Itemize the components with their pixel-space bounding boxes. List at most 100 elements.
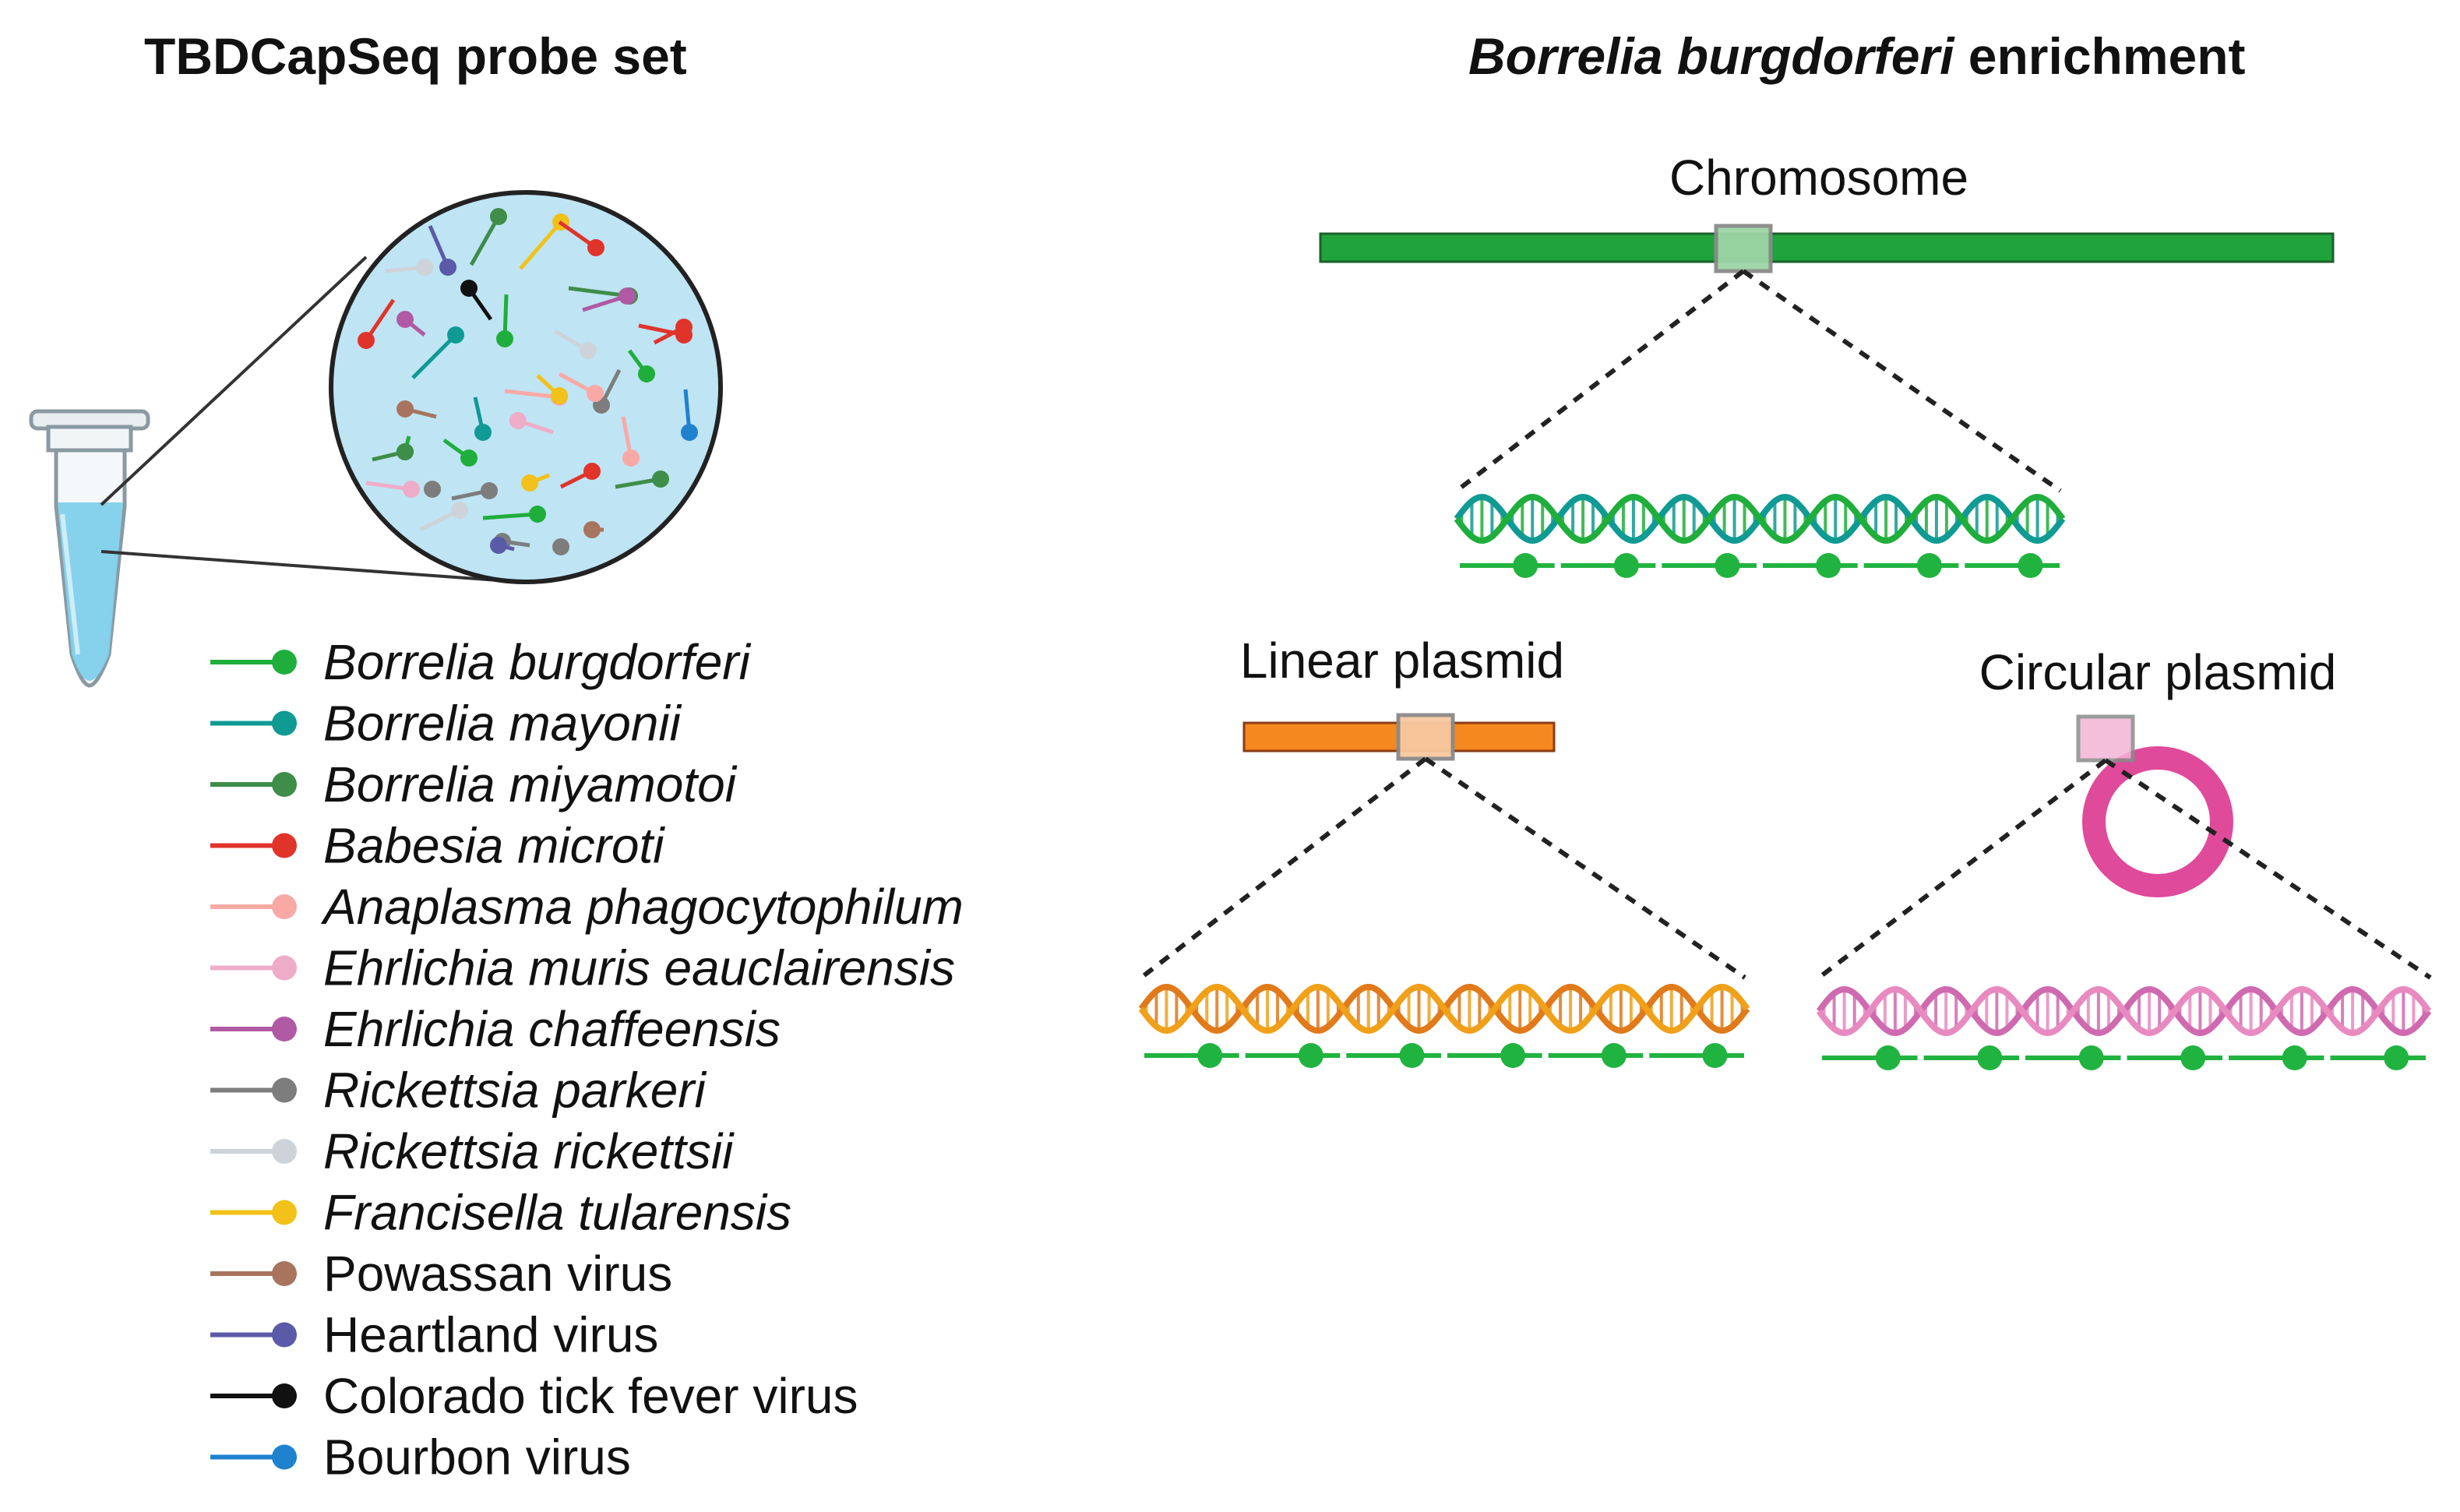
legend-probe-dot	[272, 1200, 297, 1225]
pool-probe	[482, 506, 546, 523]
probe-pool-probes	[358, 208, 698, 555]
linear-zoom-left	[1140, 756, 1427, 980]
legend-item: Francisella tularensis	[210, 1185, 791, 1241]
pool-probe	[653, 319, 693, 345]
legend-item: Rickettsia parkeri	[210, 1063, 707, 1119]
pool-probe	[396, 400, 437, 419]
legend-probe-dot	[272, 650, 297, 675]
linear-zoom-right	[1424, 756, 1746, 980]
capture-probe	[2330, 1045, 2426, 1070]
pool-probe	[558, 220, 604, 256]
pool-probe	[552, 538, 569, 555]
linear-plasmid-probe-row	[1144, 1043, 1744, 1068]
legend-label: Borrelia burgdorferi	[323, 634, 752, 690]
capture-probe	[1965, 553, 2060, 578]
pool-probe	[496, 294, 513, 347]
capture-probe	[1560, 553, 1656, 578]
pool-probe	[559, 463, 601, 489]
legend-probe-dot	[272, 1444, 297, 1470]
legend-probe-dot	[272, 772, 297, 797]
circular-zoom-right	[2104, 758, 2432, 980]
legend-item: Babesia microti	[210, 818, 665, 874]
pool-probe	[536, 374, 568, 404]
chromosome-bar	[1319, 232, 2335, 263]
legend-probe-dot	[272, 1322, 297, 1348]
pool-probe	[428, 225, 456, 276]
pool-probe	[521, 473, 550, 492]
capture-probe	[1863, 553, 1959, 578]
probe-pool-circle	[329, 190, 723, 584]
legend-item: Borrelia miyamotoi	[210, 756, 738, 812]
legend-item: Powassan virus	[210, 1246, 672, 1302]
pool-probe	[411, 326, 464, 379]
legend-label: Bourbon virus	[323, 1429, 631, 1486]
legend-label: Rickettsia parkeri	[323, 1063, 707, 1119]
legend-label: Ehrlichia chaffeensis	[323, 1001, 781, 1057]
legend-probe-dot	[272, 1261, 297, 1286]
legend-item: Heartland virus	[210, 1307, 658, 1363]
legend-item: Ehrlichia chaffeensis	[210, 1001, 781, 1057]
legend-probe-dot	[272, 955, 297, 981]
legend-probe-dot	[272, 1017, 297, 1041]
legend-item: Anaplasma phagocytophilum	[210, 879, 964, 935]
linear-plasmid-zoom-box	[1396, 713, 1455, 761]
legend-probe-dot	[272, 1383, 297, 1408]
linear-plasmid-dna-helix	[1138, 983, 1750, 1034]
capture-probe	[1460, 553, 1555, 578]
pool-probe	[583, 521, 604, 538]
chromosome-zoom-left	[1455, 269, 1745, 493]
capture-probe	[1447, 1043, 1542, 1068]
pool-probe	[615, 471, 669, 489]
circular-plasmid-ring	[2082, 746, 2233, 897]
capture-probe	[2229, 1045, 2324, 1070]
capture-probe	[1245, 1043, 1341, 1068]
capture-probe	[1763, 553, 1858, 578]
legend-item: Rickettsia rickettsii	[210, 1123, 735, 1179]
legend-label: Rickettsia rickettsii	[323, 1123, 735, 1179]
legend-probe-dot	[272, 710, 297, 736]
pool-probe	[451, 482, 498, 501]
legend-label: Borrelia miyamotoi	[323, 756, 738, 812]
chromosome-dna-helix	[1454, 493, 2066, 545]
chromosome-zoom-right	[1742, 269, 2062, 493]
chromosome-zoom-box	[1714, 224, 1773, 273]
legend-probe-dot	[272, 894, 297, 919]
pool-probe	[396, 311, 426, 337]
capture-probe	[2127, 1045, 2222, 1070]
legend-label: Powassan virus	[323, 1246, 672, 1302]
legend-probe-dot	[272, 1077, 297, 1103]
capture-probe	[1662, 553, 1757, 578]
pool-probe	[385, 259, 433, 276]
legend-label: Babesia microti	[323, 818, 665, 874]
pool-probe	[365, 481, 420, 498]
capture-probe	[2025, 1045, 2121, 1070]
chromosome-label: Chromosome	[1669, 150, 1968, 206]
pool-probe	[621, 416, 640, 467]
legend-item: Colorado tick fever virus	[210, 1368, 858, 1424]
legend-label: Heartland virus	[323, 1307, 658, 1363]
tube-icon	[29, 409, 150, 688]
pool-probe	[460, 280, 493, 321]
chromosome-probe-row	[1460, 553, 2060, 578]
pool-probe	[473, 397, 492, 441]
zoom-line-bottom	[100, 550, 530, 584]
pool-probe	[509, 412, 554, 435]
zoom-line-top	[100, 256, 368, 506]
linear-plasmid-label: Linear plasmid	[1240, 633, 1564, 689]
circular-plasmid-label: Circular plasmid	[1979, 644, 2337, 700]
capture-probe	[1923, 1045, 2019, 1070]
pool-probe	[372, 443, 414, 462]
capture-probe	[1649, 1043, 1744, 1068]
pool-probe	[681, 389, 698, 441]
legend-probe-dot	[272, 1139, 297, 1164]
legend-probe-dot	[272, 833, 297, 858]
capture-probe	[1346, 1043, 1441, 1068]
pool-probe	[419, 502, 468, 532]
pool-probe	[627, 349, 655, 382]
circular-plasmid-zoom-box	[2076, 714, 2135, 763]
circular-zoom-left	[1817, 758, 2107, 980]
legend-label: Francisella tularensis	[323, 1185, 791, 1241]
pool-probe	[469, 208, 507, 266]
